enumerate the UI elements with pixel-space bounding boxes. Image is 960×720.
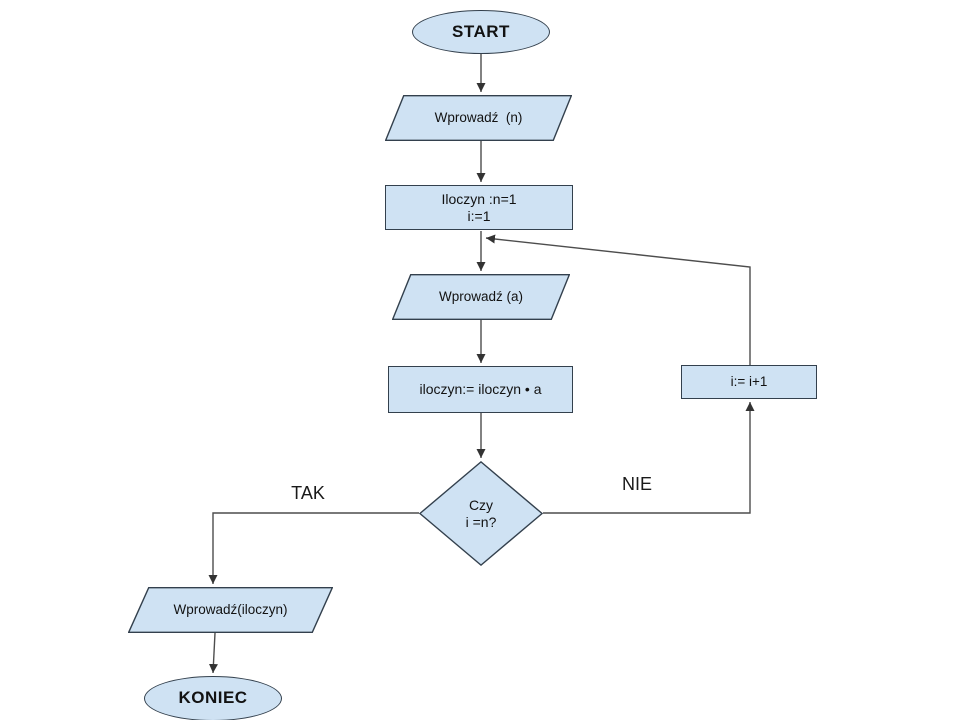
decision-line2: i =n? [465,513,497,530]
edge-label-nie: NIE [621,474,653,494]
decision-line1: Czy [468,496,494,513]
node-end-terminator: KONIEC [144,676,282,720]
edge-decision-tak-to-output [208,512,419,584]
node-start-terminator: START [412,10,550,54]
node-input-n-io: Wprowadź (n) [385,95,572,141]
parallelogram-shape [128,587,333,633]
node-output-io: Wprowadź(iloczyn) [128,587,333,633]
edge-label-tak: TAK [291,483,325,503]
node-input-a-io: Wprowadź (a) [392,274,570,320]
node-decision: Czy i =n? [419,461,543,566]
init-line2: i:=1 [467,207,491,224]
output-label: Wprowadź(iloczyn) [173,601,288,617]
edge-output-to-end [208,632,218,674]
end-label: KONIEC [178,688,248,708]
parallelogram-shape [385,95,572,141]
edge-decision-nie-to-increment [543,402,755,514]
parallelogram-shape [392,274,570,320]
diamond-shape [419,461,543,566]
multiply-label: iloczyn:= iloczyn • a [419,381,542,398]
node-increment-process: i:= i+1 [681,365,817,399]
input-n-label: Wprowadź (n) [434,109,523,125]
increment-label: i:= i+1 [730,373,768,389]
edge-increment-loopback [485,234,751,365]
init-line1: Iloczyn :n=1 [441,190,517,207]
start-label: START [452,21,510,41]
node-init-process: Iloczyn :n=1 i:=1 [385,185,573,230]
input-a-label: Wprowadź (a) [438,288,524,304]
node-multiply-process: iloczyn:= iloczyn • a [388,366,573,413]
